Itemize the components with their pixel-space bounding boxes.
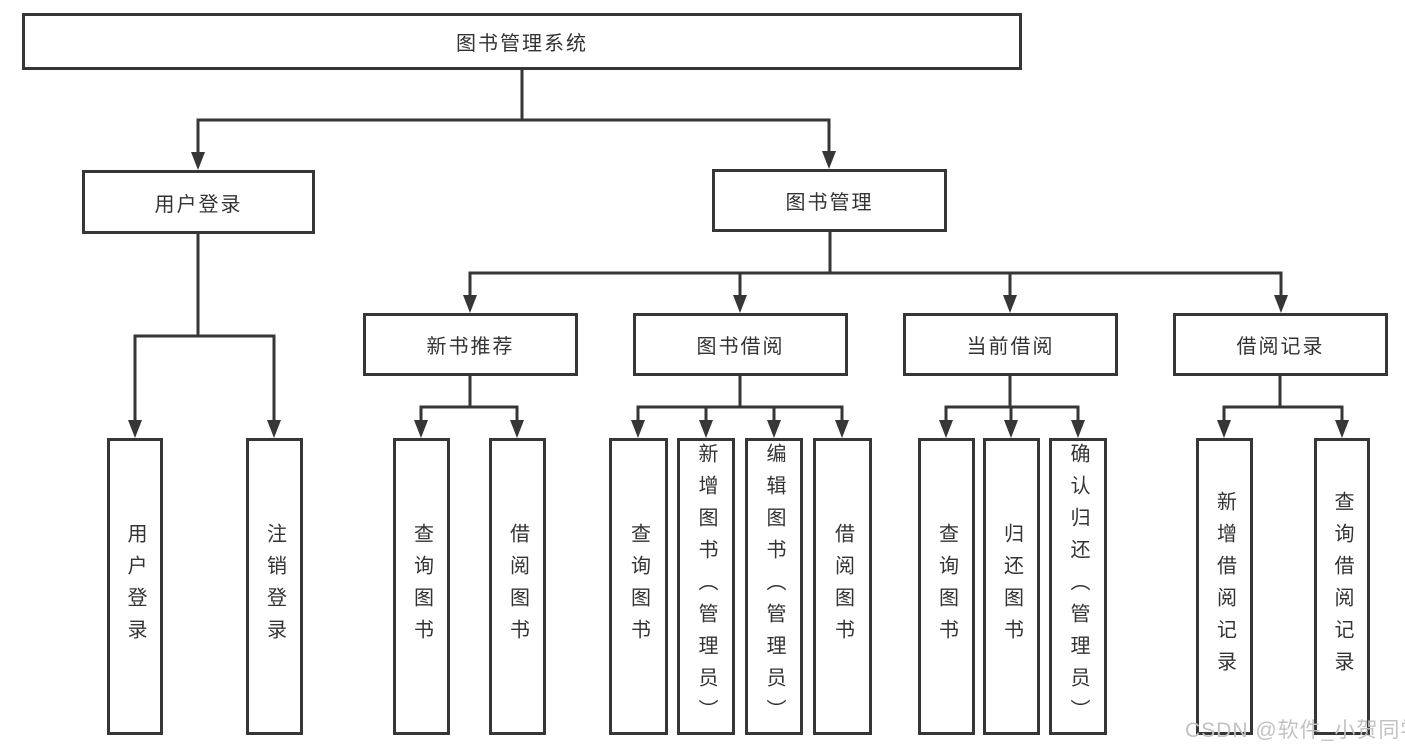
node-label: 用户登录 (154, 193, 243, 216)
node-new-book-recommend: 新书推荐 (363, 313, 578, 376)
leaf-label: 编辑图书（管理员） (763, 442, 785, 731)
leaf-current-query-books: 查询图书 (918, 438, 975, 735)
leaf-label: 查询图书 (627, 522, 650, 651)
node-book-borrowing: 图书借阅 (633, 313, 848, 376)
leaf-label: 归还图书 (1000, 522, 1023, 651)
leaf-record-query-borrow-record: 查询借阅记录 (1314, 438, 1370, 735)
leaf-logout: 注销登录 (246, 438, 303, 735)
leaf-record-add-borrow-record: 新增借阅记录 (1196, 438, 1253, 735)
leaf-label: 确认归还（管理员） (1067, 442, 1089, 731)
node-current-borrowing: 当前借阅 (903, 313, 1118, 376)
leaf-label: 借阅图书 (506, 522, 529, 651)
leaf-label: 新增借阅记录 (1213, 490, 1236, 683)
node-borrowing-records: 借阅记录 (1173, 313, 1388, 376)
node-library-management-system: 图书管理系统 (22, 13, 1022, 70)
node-user-login: 用户登录 (82, 170, 315, 234)
leaf-current-return-books: 归还图书 (983, 438, 1040, 735)
leaf-label: 用户登录 (124, 522, 146, 651)
node-label: 图书管理系统 (456, 33, 588, 55)
leaf-newbook-query-books: 查询图书 (393, 438, 450, 735)
node-label: 新书推荐 (426, 336, 515, 358)
leaf-newbook-borrow-books: 借阅图书 (489, 438, 546, 735)
leaf-label: 查询图书 (935, 522, 958, 651)
node-label: 图书借阅 (696, 336, 785, 358)
leaf-borrowing-borrow-books: 借阅图书 (813, 438, 872, 735)
node-book-management: 图书管理 (712, 169, 947, 232)
node-label: 当前借阅 (966, 336, 1055, 358)
node-label: 图书管理 (785, 192, 874, 214)
leaf-user-login: 用户登录 (107, 438, 163, 735)
leaf-label: 注销登录 (263, 522, 286, 651)
leaf-label: 查询图书 (410, 522, 433, 651)
csdn-watermark: CSDN @软件_小贺同学 (1185, 719, 1405, 742)
node-label: 借阅记录 (1236, 336, 1325, 358)
leaf-borrowing-add-books-admin: 新增图书（管理员） (677, 438, 735, 735)
leaf-label: 查询借阅记录 (1331, 490, 1353, 683)
leaf-borrowing-query-books: 查询图书 (609, 438, 668, 735)
leaf-label: 新增图书（管理员） (695, 442, 717, 731)
leaf-borrowing-edit-books-admin: 编辑图书（管理员） (745, 438, 803, 735)
leaf-current-confirm-return-admin: 确认归还（管理员） (1049, 438, 1107, 735)
leaf-label: 借阅图书 (831, 522, 854, 651)
